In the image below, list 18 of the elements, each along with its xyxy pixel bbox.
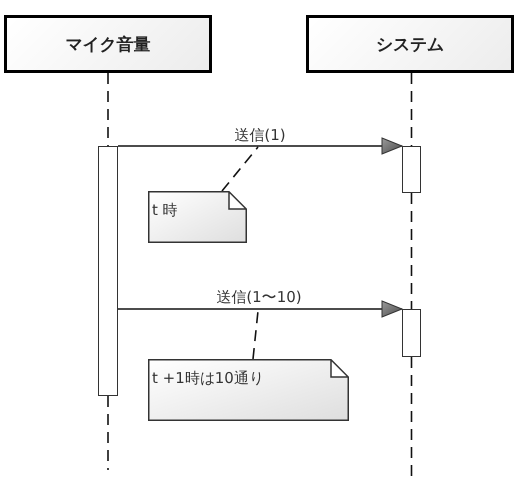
lifeline: [410, 193, 412, 309]
activation-bar: [402, 146, 421, 193]
note: [148, 359, 349, 421]
message-arrow: [118, 138, 402, 154]
leader-line: [221, 146, 259, 192]
participant-name: マイク音量: [66, 34, 150, 56]
participant-name: システム: [376, 34, 444, 56]
lifeline: [410, 73, 412, 146]
lifeline: [107, 73, 109, 146]
note: [148, 191, 247, 243]
leader-line: [252, 310, 259, 360]
note-text: t +1時は10通り: [152, 369, 264, 387]
activation-bar: [402, 309, 421, 357]
participant-box: [306, 15, 514, 73]
note-text: t 時: [152, 201, 178, 219]
activation-bar: [98, 146, 118, 396]
participant-box: [4, 15, 212, 73]
message-arrow: [118, 300, 402, 318]
